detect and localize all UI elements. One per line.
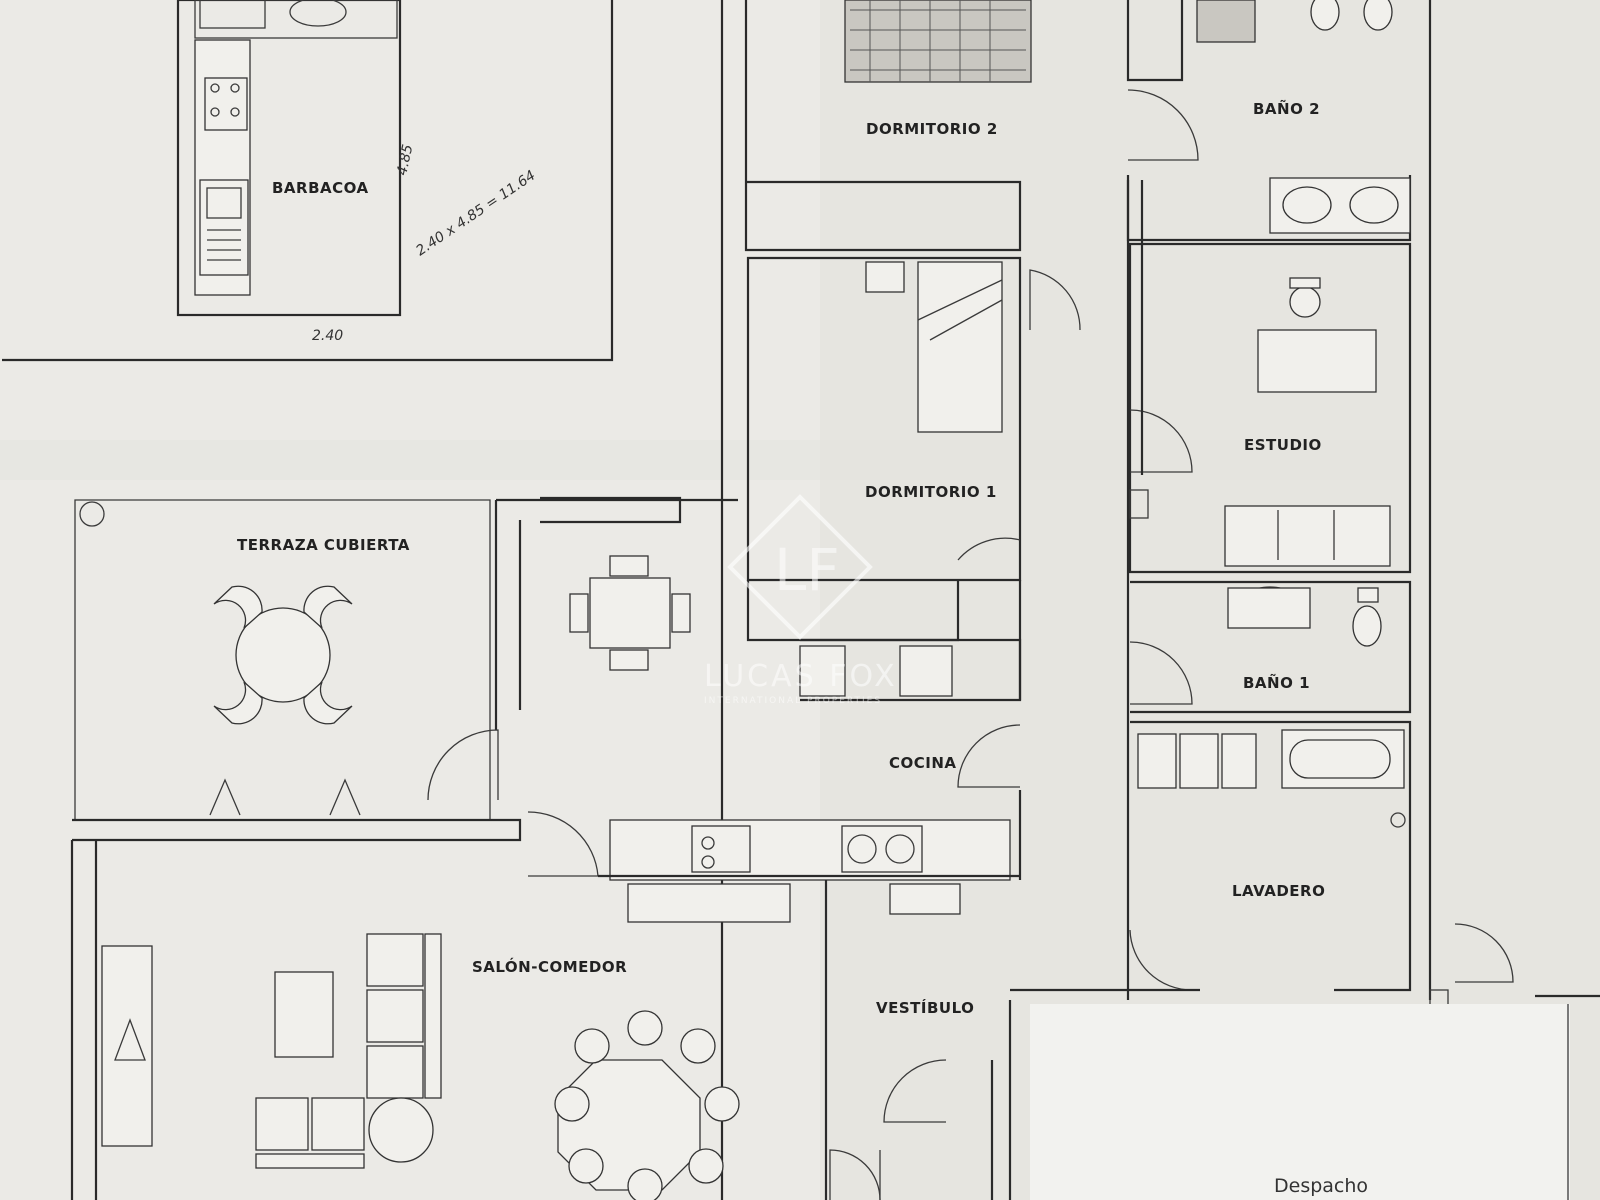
label-lavadero: LAVADERO: [1232, 882, 1325, 900]
bano-1-area: [1129, 580, 1412, 714]
label-terraza: TERRAZA CUBIERTA: [237, 536, 410, 554]
salon-comedor-area: [70, 729, 1020, 1200]
label-dormitorio-1: DORMITORIO 1: [865, 483, 997, 501]
barbacoa-area: [2, 0, 614, 362]
label-estudio: ESTUDIO: [1244, 436, 1322, 454]
bano-2-area: [1126, 0, 1432, 1000]
label-despacho: Despacho: [1274, 1175, 1368, 1197]
watermark-brand: LUCAS FOX: [704, 659, 898, 694]
lavadero-area: [1010, 720, 1600, 1019]
label-bano-2: BAÑO 2: [1253, 99, 1320, 118]
despacho-area: [1030, 1004, 1570, 1200]
label-bano-1: BAÑO 1: [1243, 673, 1310, 692]
label-vestibulo: VESTÍBULO: [876, 998, 974, 1017]
dormitorio-2-area: [720, 0, 1032, 1200]
watermark: LF LUCAS FOX INTERNATIONAL PROPERTIES: [704, 494, 898, 706]
watermark-tagline: INTERNATIONAL PROPERTIES: [704, 696, 882, 706]
label-cocina: COCINA: [889, 754, 957, 772]
estudio-area: [1128, 242, 1412, 574]
annotation-height: 4.85: [394, 143, 416, 177]
cocina-area: [494, 496, 1022, 923]
dormitorio-1-area: [746, 256, 1081, 642]
label-barbacoa: BARBACOA: [272, 179, 369, 197]
label-salon-comedor: SALÓN-COMEDOR: [472, 957, 627, 976]
annotation-width: 2.40: [312, 328, 343, 344]
label-dormitorio-2: DORMITORIO 2: [866, 120, 998, 138]
watermark-logo: LF: [774, 536, 840, 604]
vestibulo-area: [829, 1000, 1012, 1200]
